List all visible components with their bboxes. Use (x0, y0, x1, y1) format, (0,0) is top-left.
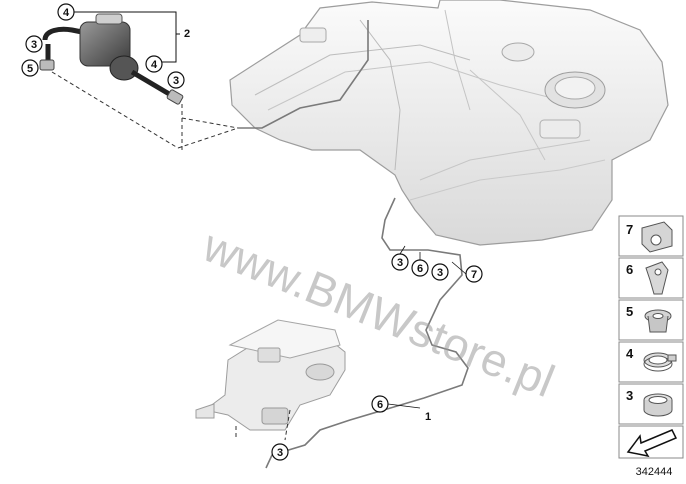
callout-4b: 4 (145, 55, 163, 73)
parts-legend: 7 6 5 4 (618, 215, 684, 459)
legend-item-6: 6 (618, 257, 684, 299)
callout-4a: 4 (57, 3, 75, 21)
legend-arrow-box (618, 425, 684, 459)
label-assembly: 2 (184, 28, 190, 40)
diagram-number: 342444 (636, 466, 673, 478)
svg-text:5: 5 (626, 304, 633, 319)
clip-block-icon (641, 221, 673, 253)
callout-leaders (387, 245, 467, 409)
svg-text:4: 4 (151, 59, 158, 71)
callout-3a: 3 (25, 35, 43, 53)
callout-6a: 6 (411, 259, 429, 277)
svg-text:3: 3 (173, 75, 179, 87)
callout-7a: 7 (465, 265, 483, 283)
callout-3d: 3 (431, 263, 449, 281)
pipe-clip-icon (645, 261, 669, 295)
svg-text:3: 3 (626, 388, 633, 403)
canister-leader-lines (235, 409, 291, 441)
svg-text:3: 3 (277, 447, 283, 459)
hose-clamp-icon (643, 352, 677, 372)
callout-5a: 5 (21, 59, 39, 77)
fuel-line (238, 20, 469, 469)
spring-clamp-icon (643, 393, 673, 417)
svg-text:4: 4 (626, 346, 634, 361)
label-fuel-line: 1 (425, 411, 431, 423)
svg-text:3: 3 (397, 257, 403, 269)
legend-item-4: 4 (618, 341, 684, 383)
legend-item-7: 7 (618, 215, 684, 257)
pump-assembly (39, 13, 184, 105)
svg-text:5: 5 (27, 63, 33, 75)
assembly-bracket (74, 11, 180, 63)
pump-leader-lines (51, 71, 239, 150)
svg-text:4: 4 (63, 7, 70, 19)
callout-3e: 3 (271, 443, 289, 461)
callout-3b: 3 (167, 71, 185, 89)
svg-text:6: 6 (626, 262, 633, 277)
svg-text:6: 6 (377, 399, 383, 411)
direction-arrow-icon (626, 429, 678, 458)
svg-text:6: 6 (417, 263, 423, 275)
svg-text:7: 7 (626, 222, 633, 237)
callout-3c: 3 (391, 253, 409, 271)
legend-item-3: 3 (618, 383, 684, 425)
fuel-tank (229, 0, 669, 246)
svg-text:3: 3 (437, 267, 443, 279)
canister-assembly (195, 319, 346, 431)
svg-text:7: 7 (471, 269, 477, 281)
svg-text:3: 3 (31, 39, 37, 51)
grommet-icon (644, 309, 672, 333)
callout-6b: 6 (371, 395, 389, 413)
legend-item-5: 5 (618, 299, 684, 341)
